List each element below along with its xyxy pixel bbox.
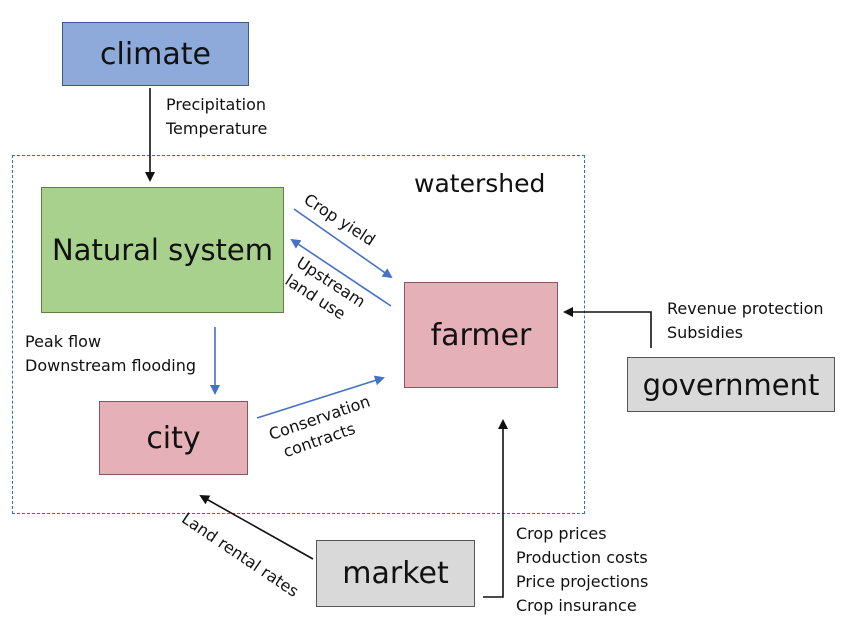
market-label: market (342, 556, 449, 591)
natural-system-node: Natural system (41, 187, 284, 313)
market-node: market (316, 540, 475, 607)
city-node: city (99, 401, 248, 475)
government-label: government (642, 367, 820, 402)
watershed-label: watershed (414, 169, 546, 198)
watershed-boundary (12, 155, 585, 514)
city-label: city (146, 420, 201, 456)
label-natural-to-city: Peak flow Downstream flooding (25, 332, 197, 375)
climate-node: climate (62, 22, 249, 86)
arrow-farmer-to-natural (290, 238, 392, 307)
farmer-label: farmer (430, 317, 532, 353)
government-node: government (627, 357, 835, 412)
arrow-natural-to-farmer (293, 208, 393, 279)
climate-label: climate (100, 36, 211, 72)
label-climate-to-natural: Precipitation Temperature (166, 95, 268, 138)
label-government-to-farmer: Revenue protection Subsidies (667, 299, 824, 342)
arrow-market-to-farmer (483, 419, 508, 598)
arrow-government-to-farmer (563, 307, 652, 348)
label-market-to-farmer: Crop prices Production costs Price proje… (516, 524, 649, 615)
arrow-city-to-farmer (256, 375, 385, 419)
natural-system-label: Natural system (51, 233, 274, 267)
arrow-market-to-city (199, 495, 314, 560)
farmer-node: farmer (404, 282, 558, 388)
